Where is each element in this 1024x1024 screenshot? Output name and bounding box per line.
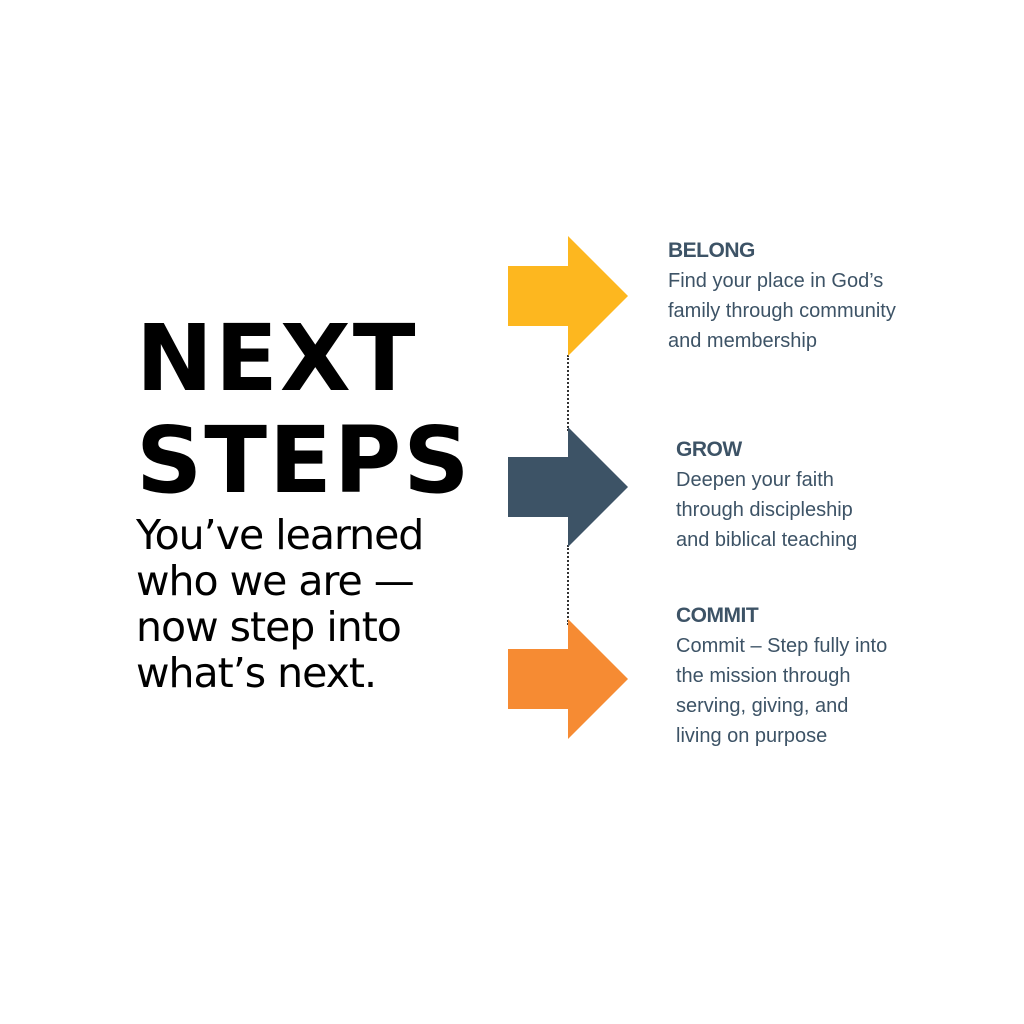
page-title: NEXT STEPS — [136, 308, 472, 512]
step-commit-line-1: Commit – Step fully into — [676, 635, 888, 657]
step-belong-line-2: family through community — [668, 300, 896, 322]
step-grow-line-3: and biblical teaching — [676, 529, 858, 551]
step-commit-line-3: serving, giving, and — [676, 695, 849, 717]
connector-line-upper — [567, 355, 569, 431]
step-commit-line-4: living on purpose — [676, 725, 828, 747]
step-grow-line-2: through discipleship — [676, 499, 853, 521]
subtitle-line-1: You’ve learned — [136, 511, 424, 559]
subtitle-line-3: now step into — [136, 603, 402, 651]
step-commit: COMMIT Commit – Step fully into the miss… — [676, 603, 887, 751]
commit-arrow-icon — [508, 619, 630, 739]
subtitle: You’ve learned who we are — now step int… — [136, 512, 466, 696]
step-grow-line-1: Deepen your faith — [676, 469, 834, 491]
subtitle-line-4: what’s next. — [136, 649, 377, 697]
grow-arrow-icon — [508, 427, 630, 547]
connector-line-lower — [567, 545, 569, 625]
belong-arrow-icon — [508, 236, 630, 356]
step-description-grow: Deepen your faith through discipleship a… — [676, 465, 857, 555]
step-belong: BELONG Find your place in God’s family t… — [668, 238, 896, 356]
step-grow: GROW Deepen your faith through disciples… — [676, 437, 857, 555]
step-heading-commit: COMMIT — [676, 604, 759, 627]
step-description-commit: Commit – Step fully into the mission thr… — [676, 631, 887, 751]
title-line-1: NEXT — [136, 305, 418, 412]
title-line-2: STEPS — [136, 407, 472, 514]
step-description-belong: Find your place in God’s family through … — [668, 266, 896, 356]
step-heading-belong: BELONG — [668, 239, 755, 262]
step-heading-grow: GROW — [676, 438, 742, 461]
step-belong-line-1: Find your place in God’s — [668, 270, 884, 292]
step-belong-line-3: and membership — [668, 330, 817, 352]
subtitle-line-2: who we are — — [136, 557, 415, 605]
step-commit-line-2: the mission through — [676, 665, 851, 687]
